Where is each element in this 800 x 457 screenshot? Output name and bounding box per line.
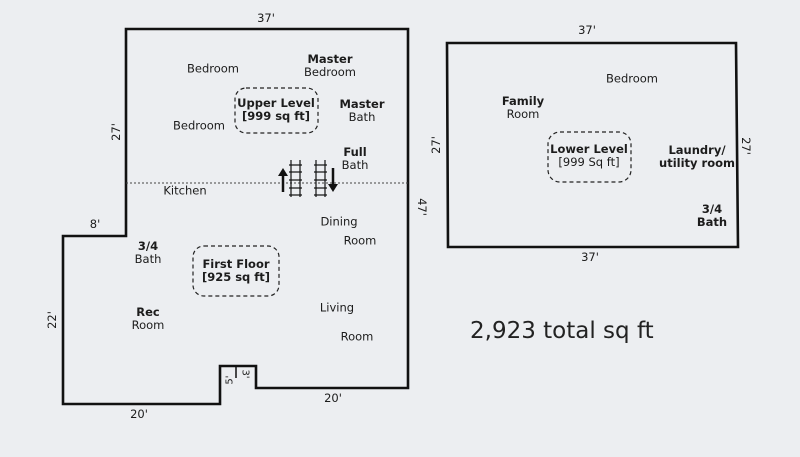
- room-master-bath: Master Bath: [339, 98, 384, 124]
- laundry-line1: Laundry/: [668, 143, 726, 157]
- first-floor-area: [925 sq ft]: [201, 270, 271, 284]
- master-bath-line1: Master: [339, 97, 385, 111]
- room-rec: Rec Room: [132, 306, 165, 332]
- room-bedroom-2: Bedroom: [172, 118, 226, 133]
- room-master-bedroom: Master Bedroom: [304, 53, 356, 79]
- dim-right-left-plan: 47': [415, 198, 429, 216]
- lower-level-label: Lower Level [999 Sq ft]: [550, 143, 628, 169]
- first-floor-box: [192, 245, 280, 297]
- dim-bottom-right-plan: 37': [581, 250, 599, 264]
- dim-notch-b: 3': [239, 369, 251, 379]
- rec-line1: Rec: [136, 305, 160, 319]
- room-living-line1: Living: [319, 300, 355, 315]
- first-floor-title: First Floor: [202, 257, 270, 271]
- room-lower-bath-34: 3/4 Bath: [697, 203, 727, 229]
- lower-level-box: [547, 131, 632, 183]
- bath34-line1: 3/4: [137, 239, 159, 253]
- master-bedroom-line1: Master: [307, 52, 353, 66]
- dim-left-lower: 22': [45, 311, 59, 329]
- upper-level-title: Upper Level: [237, 96, 315, 110]
- laundry-line2: utility room: [659, 156, 735, 170]
- room-lower-bedroom: Bedroom: [605, 71, 659, 86]
- dim-top-left-plan: 37': [257, 11, 275, 25]
- dim-top-right-plan: 37': [578, 23, 596, 37]
- room-living-line2: Room: [340, 329, 374, 344]
- room-kitchen: Kitchen: [163, 183, 207, 198]
- lower-level-area: [999 Sq ft]: [558, 155, 620, 169]
- stairs-up: [289, 160, 302, 197]
- stairs-down: [314, 160, 327, 197]
- dim-bottom-left: 20': [130, 407, 148, 421]
- upper-level-label: Upper Level [999 sq ft]: [237, 97, 315, 123]
- full-bath-line1: Full: [343, 145, 367, 159]
- room-bedroom-1: Bedroom: [186, 61, 240, 76]
- room-dining-line1: Dining: [320, 214, 358, 229]
- arrow-up-icon: [278, 168, 288, 192]
- dim-bottom-right: 20': [324, 391, 342, 405]
- bath34-line2: Bath: [134, 252, 162, 266]
- lower-level-title: Lower Level: [550, 142, 628, 156]
- lower-level-outline: [445, 41, 740, 249]
- family-line1: Family: [501, 94, 545, 108]
- room-dining-line2: Room: [343, 233, 377, 248]
- dim-step: 8': [89, 217, 101, 231]
- master-bath-line2: Bath: [348, 110, 376, 124]
- room-full-bath: Full Bath: [342, 146, 369, 172]
- main-house-outline: [61, 27, 410, 406]
- room-laundry: Laundry/ utility room: [659, 144, 735, 170]
- rec-line2: Room: [131, 318, 165, 332]
- dim-notch-a: 5': [224, 375, 236, 385]
- room-family: Family Room: [502, 95, 544, 121]
- full-bath-line2: Bath: [341, 158, 369, 172]
- first-floor-label: First Floor [925 sq ft]: [202, 258, 270, 284]
- total-square-footage: 2,923 total sq ft: [470, 318, 654, 344]
- room-bath-34: 3/4 Bath: [135, 240, 162, 266]
- lower-bath34-line2: Bath: [696, 215, 728, 229]
- upper-level-box: [234, 87, 319, 134]
- lower-bath34-line1: 3/4: [701, 202, 723, 216]
- upper-level-area: [999 sq ft]: [241, 109, 311, 123]
- dim-right-right-plan: 27': [739, 137, 753, 155]
- master-bedroom-line2: Bedroom: [303, 65, 357, 79]
- arrow-down-icon: [328, 168, 338, 192]
- dim-left-right-plan: 27': [429, 136, 443, 154]
- dim-left-upper: 27': [109, 123, 123, 141]
- family-line2: Room: [506, 107, 540, 121]
